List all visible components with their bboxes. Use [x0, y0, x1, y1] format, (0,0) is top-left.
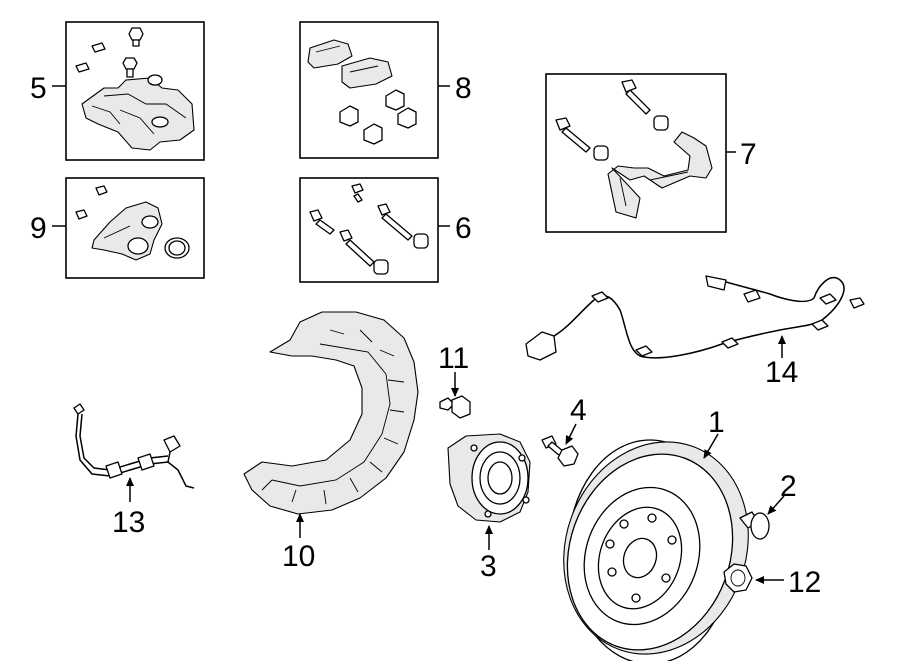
- brake-pad-kit-box[interactable]: [299, 21, 439, 159]
- callout-6: 6: [455, 212, 472, 245]
- caliper-body: [81, 74, 195, 151]
- callout-5: 5: [30, 72, 47, 105]
- caliper-seal-ring: [164, 237, 190, 259]
- callout-8: 8: [455, 72, 472, 105]
- wheel-speed-sensor[interactable]: [525, 275, 865, 361]
- shield-bolt[interactable]: [439, 395, 471, 419]
- hub-bolt[interactable]: [541, 435, 579, 467]
- caliper-housing-box[interactable]: [65, 177, 205, 279]
- callout-2: 2: [780, 470, 797, 503]
- callout-4: 4: [570, 394, 587, 427]
- callout-11: 11: [438, 342, 469, 375]
- rotor-screw[interactable]: [739, 511, 770, 540]
- caliper-bracket-box[interactable]: [545, 73, 727, 233]
- guide-pin-kit-box[interactable]: [299, 177, 439, 283]
- brake-rotor[interactable]: [534, 416, 777, 661]
- bracket-bolts: [555, 79, 669, 161]
- callout-9: 9: [30, 212, 47, 245]
- callout-14: 14: [765, 356, 798, 389]
- callout-12: 12: [788, 566, 821, 599]
- brake-pads: [307, 39, 393, 89]
- callout-1: 1: [708, 406, 725, 439]
- callout-3: 3: [480, 550, 497, 583]
- callout-10: 10: [282, 540, 315, 573]
- brake-hose[interactable]: [73, 403, 195, 489]
- guide-pins: [309, 183, 429, 275]
- caliper-kit-box[interactable]: [65, 21, 205, 161]
- callout-13: 13: [112, 506, 145, 539]
- caliper-bolts-group: [75, 27, 144, 78]
- hub-bearing[interactable]: [447, 433, 531, 523]
- caliper-housing: [75, 185, 163, 261]
- callout-7: 7: [740, 138, 757, 171]
- hub-nut[interactable]: [723, 563, 753, 593]
- bracket: [607, 131, 713, 219]
- dust-shield[interactable]: [243, 311, 419, 515]
- pad-clips: [339, 89, 417, 145]
